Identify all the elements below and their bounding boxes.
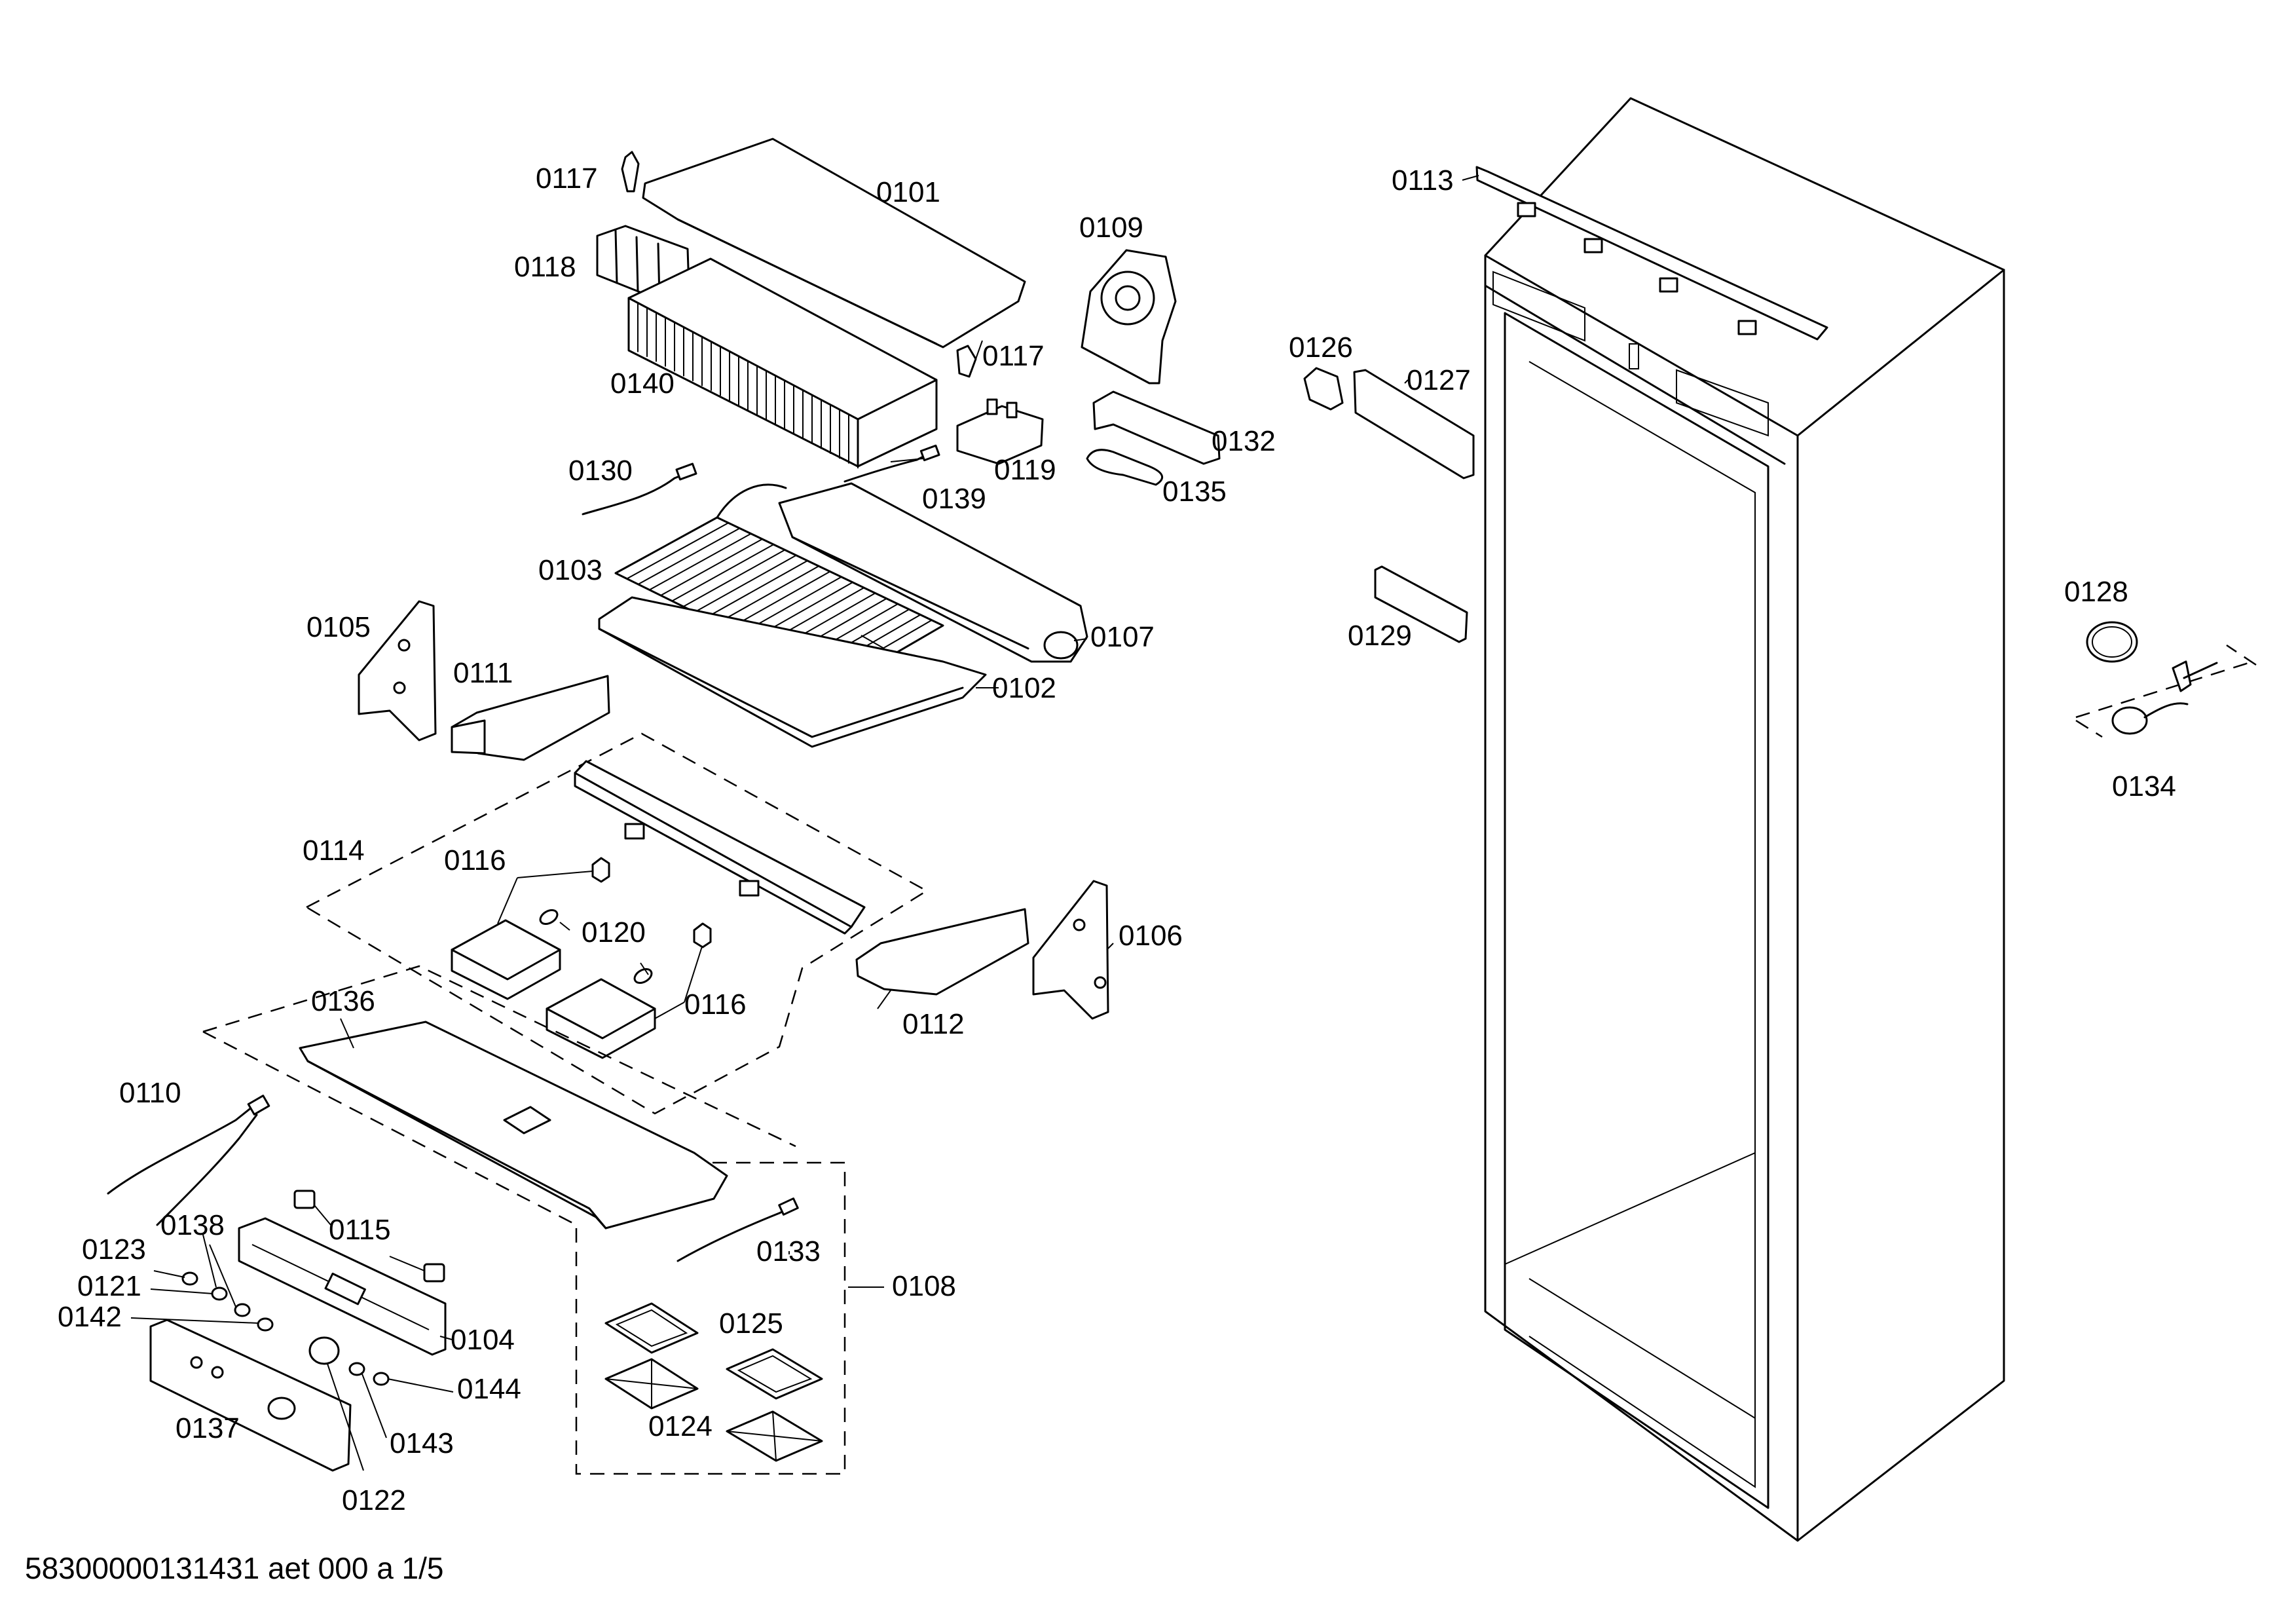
part-0133-cable: [676, 1197, 799, 1262]
part-0126-switch: [1303, 367, 1344, 411]
callout-0138: 0138: [160, 1209, 225, 1241]
leader-lines: [130, 175, 1479, 1471]
callout-0135: 0135: [1162, 476, 1227, 508]
callout-0116-b: 0116: [684, 988, 747, 1021]
callout-0132: 0132: [1212, 425, 1276, 457]
part-0127-panel: [1353, 369, 1475, 479]
part-0129-panel: [1374, 565, 1468, 643]
callout-0119: 0119: [994, 454, 1056, 486]
callout-0121: 0121: [77, 1270, 141, 1302]
callout-0130: 0130: [568, 455, 633, 487]
callout-0122: 0122: [342, 1484, 406, 1516]
part-0130-cable: [582, 462, 697, 516]
part-0117-clip-top: [621, 151, 640, 193]
part-0107-air-duct: [778, 482, 1088, 663]
callout-0120: 0120: [582, 916, 646, 948]
part-knobs-buttons: [181, 1271, 390, 1386]
assembly-0134-outline-c: [2226, 644, 2257, 666]
part-0116-lamp-cover-1: [451, 857, 610, 1000]
part-0128-ring: [2086, 621, 2138, 663]
part-0106-side-bracket: [1032, 880, 1109, 1020]
callout-0116: 0116: [444, 844, 506, 876]
callout-0104: 0104: [451, 1324, 515, 1356]
refrigerator-cabinet: [1484, 97, 2005, 1542]
callout-0106: 0106: [1119, 920, 1183, 952]
callout-0144: 0144: [457, 1373, 521, 1405]
callout-0107: 0107: [1090, 621, 1155, 653]
callout-0136: 0136: [311, 985, 375, 1017]
callout-labels: 0101 0117 0118 0109 0117 0140 0119 0132 …: [58, 162, 2176, 1516]
part-0115-switch: [293, 1190, 445, 1283]
part-0105-side-bracket: [358, 600, 437, 741]
part-0124-filter-pads: [604, 1358, 823, 1462]
callout-0113: 0113: [1392, 164, 1454, 197]
assembly-0114-outline: [305, 732, 929, 1115]
callout-0112: 0112: [902, 1008, 965, 1040]
callout-0140: 0140: [610, 367, 675, 400]
part-0114-light-rail: [574, 760, 866, 935]
part-0139-cable: [843, 444, 940, 483]
callout-0117-b: 0117: [982, 340, 1045, 372]
callout-0124: 0124: [648, 1410, 713, 1442]
callout-0143: 0143: [390, 1427, 454, 1459]
part-0113-rail: [1475, 166, 1828, 341]
callout-0110: 0110: [119, 1077, 181, 1109]
evaporator-fins: [628, 298, 859, 468]
callout-0125: 0125: [719, 1307, 783, 1340]
assembly-0134-outline-b: [2075, 719, 2103, 738]
part-0136-control-housing: [299, 1021, 728, 1229]
part-0109-fan: [1081, 249, 1177, 385]
part-0132-handle: [1092, 390, 1221, 465]
callout-0105: 0105: [306, 611, 371, 643]
part-0104-control-panel: [238, 1217, 447, 1356]
callout-0111: 0111: [453, 657, 513, 689]
part-0111-bracket: [451, 675, 610, 761]
callout-0123: 0123: [82, 1233, 146, 1266]
callout-0102: 0102: [992, 672, 1056, 704]
part-0125-filter-pads: [604, 1302, 823, 1400]
callout-0134: 0134: [2112, 770, 2176, 802]
part-0135-rail: [1086, 449, 1164, 486]
callout-0115: 0115: [329, 1214, 391, 1246]
document-code: 58300000131431 aet 000 a 1/5: [25, 1551, 444, 1585]
callout-0108: 0108: [892, 1270, 956, 1302]
callout-0118: 0118: [514, 251, 576, 283]
assembly-0134-outline: [2075, 660, 2253, 719]
callout-0114: 0114: [303, 835, 365, 867]
part-0101-cover: [642, 138, 1026, 348]
part-0134-sensor: [2111, 660, 2218, 735]
part-0140-evaporator: [627, 257, 938, 468]
callout-0142: 0142: [58, 1301, 122, 1333]
callout-0128: 0128: [2064, 576, 2128, 608]
part-0110-wiring-harness: [107, 1095, 270, 1226]
callout-0126: 0126: [1289, 331, 1353, 364]
callout-0133: 0133: [756, 1235, 821, 1267]
callout-0109: 0109: [1079, 212, 1143, 244]
part-0102-drip-tray: [598, 596, 987, 748]
assembly-0136-outline: [202, 965, 796, 1148]
callout-0101: 0101: [876, 176, 940, 208]
callout-0137: 0137: [176, 1412, 240, 1444]
callout-0103: 0103: [538, 554, 602, 586]
part-0117-clip-mid: [956, 345, 977, 378]
part-0119-terminal-box: [956, 398, 1044, 465]
part-0116-lamp-cover-2: [546, 922, 712, 1059]
callout-0129: 0129: [1348, 620, 1412, 652]
part-0112-bracket: [855, 908, 1029, 996]
callout-0117: 0117: [536, 162, 598, 195]
callout-0127: 0127: [1407, 364, 1471, 396]
callout-0139: 0139: [922, 483, 986, 515]
